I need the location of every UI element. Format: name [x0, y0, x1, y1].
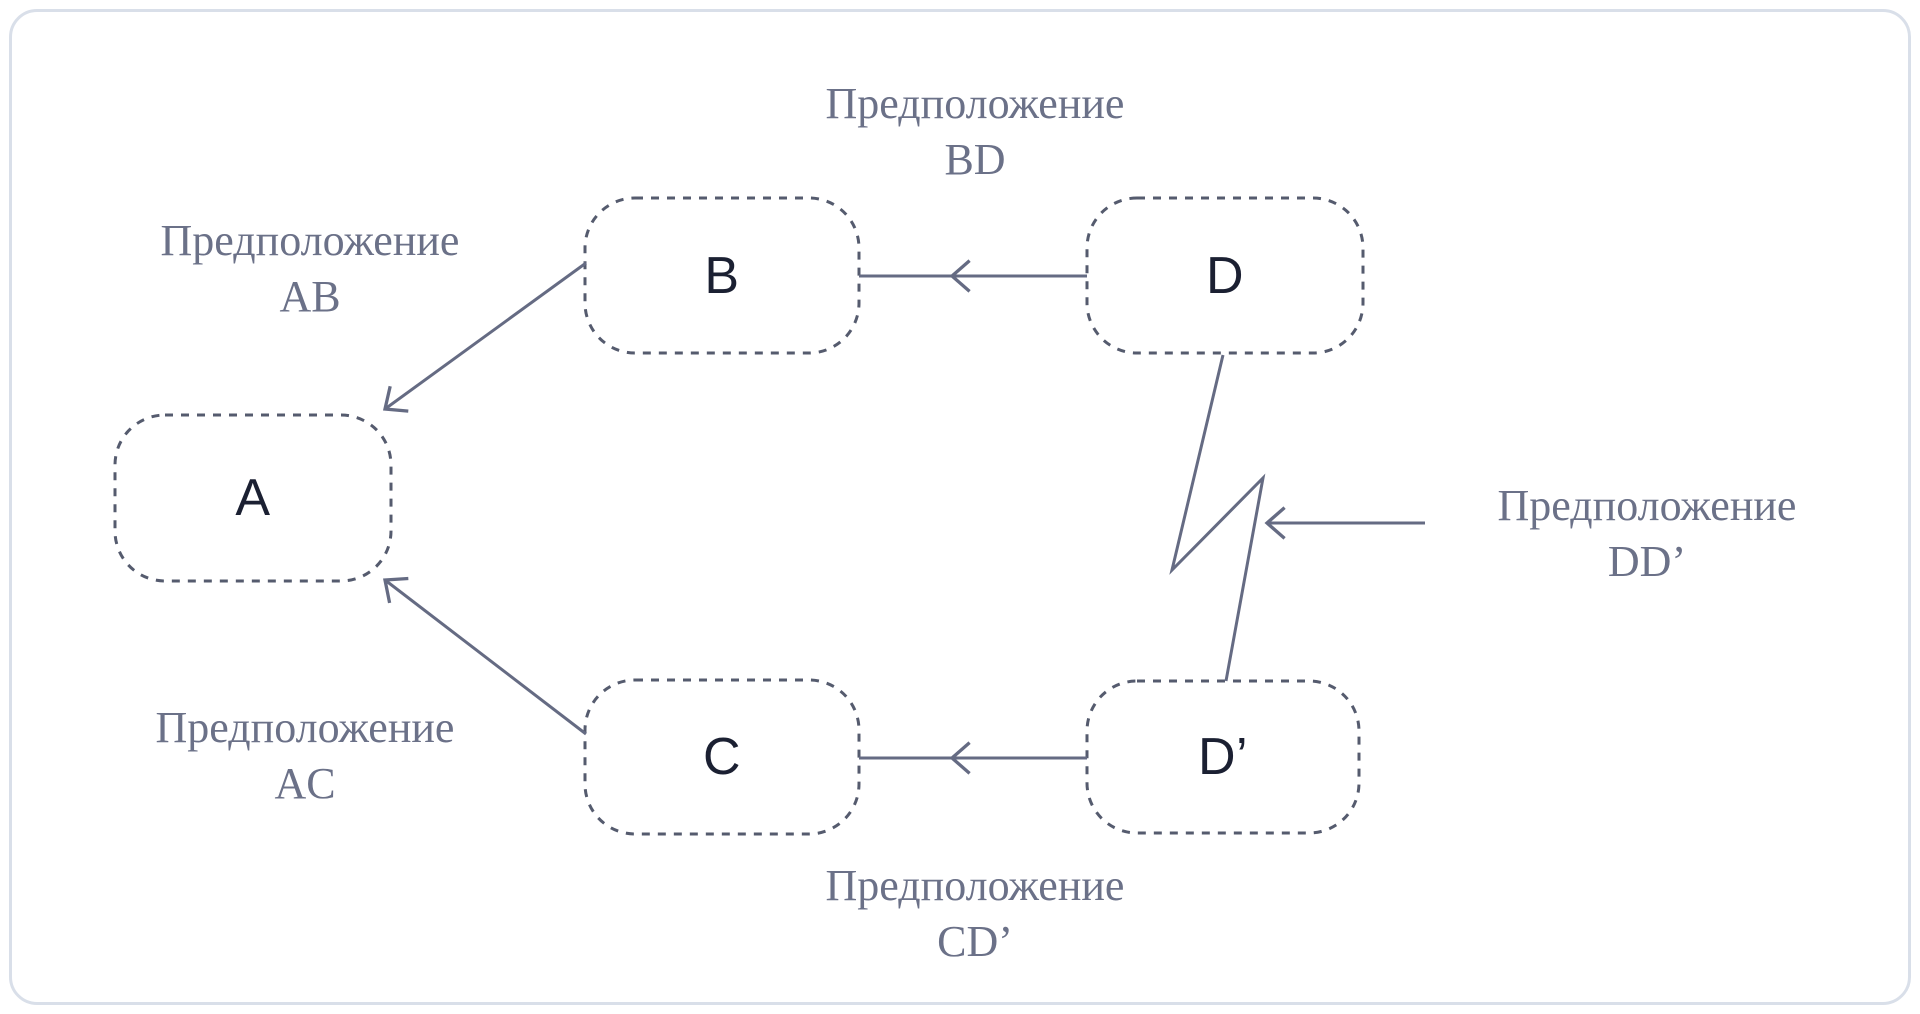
node-d-prime: D’ — [1087, 681, 1359, 833]
assumption-label-ac: Предположение AC — [95, 700, 515, 813]
assumption-label-dd-prime: Предположение DD’ — [1437, 478, 1857, 591]
node-a: A — [115, 415, 391, 581]
node-a-box — [113, 413, 393, 583]
edge-b-to-a — [382, 261, 587, 413]
assumption-label-cd-prime-line1: Предположение — [825, 861, 1125, 910]
assumption-label-bd-line1: Предположение — [825, 79, 1125, 128]
contradiction-bolt-icon — [1169, 354, 1266, 682]
assumption-label-ac-line1: Предположение — [155, 703, 455, 752]
node-d-box — [1085, 196, 1365, 355]
node-d-label: D — [1205, 246, 1245, 305]
assumption-label-cd-prime: Предположение CD’ — [765, 858, 1185, 971]
assumption-label-cd-prime-line2: CD’ — [937, 917, 1013, 967]
assumption-label-ac-line2: AC — [274, 759, 336, 809]
node-a-label: A — [235, 469, 271, 527]
assumption-label-dd-prime-line1: Предположение — [1497, 481, 1797, 530]
node-c: C — [585, 680, 859, 834]
assumption-label-bd-line2: BD — [944, 135, 1006, 185]
node-c-label: C — [702, 728, 742, 786]
diagram-frame — [9, 9, 1911, 1005]
node-b-label: B — [704, 246, 740, 305]
edge-c-to-a — [383, 576, 587, 736]
node-b: B — [585, 198, 859, 353]
node-d: D — [1087, 198, 1363, 353]
assumption-label-bd: Предположение BD — [765, 76, 1185, 189]
assumption-label-ab-line1: Предположение — [160, 216, 460, 265]
node-d-prime-label: D’ — [1197, 728, 1249, 786]
assumption-label-ab: Предположение AB — [100, 213, 520, 326]
assumption-label-dd-prime-line2: DD’ — [1607, 537, 1687, 587]
assumption-label-ab-line2: AB — [279, 272, 341, 322]
